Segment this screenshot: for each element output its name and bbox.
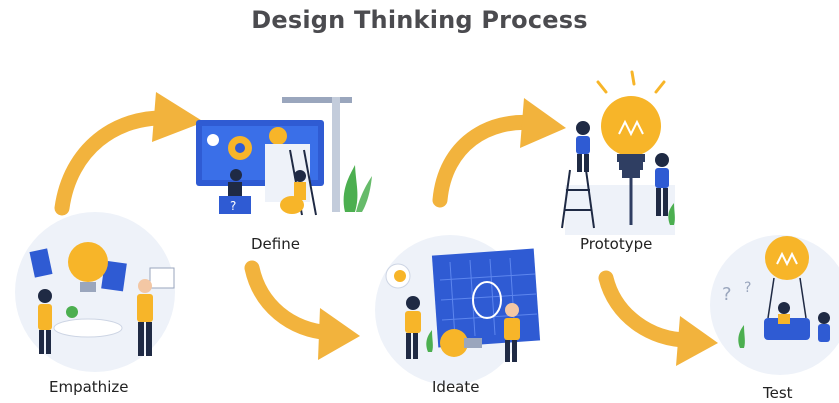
- svg-text:?: ?: [722, 284, 732, 305]
- stage-label-test: Test: [763, 384, 793, 402]
- svg-text:?: ?: [230, 199, 236, 213]
- ideate-illustration: [375, 235, 541, 385]
- lightbulb-icon: [472, 281, 502, 319]
- stage-label-prototype: Prototype: [580, 235, 653, 253]
- lightbulb-icon: [207, 134, 219, 146]
- arrow-empathize-to-define: [54, 92, 204, 216]
- prototype-illustration: [561, 70, 675, 235]
- stage-label-ideate: Ideate: [432, 378, 480, 396]
- arrow-ideate-to-prototype: [432, 98, 566, 208]
- lightbulb-icon: [601, 96, 661, 156]
- lightbulb-icon: [765, 236, 809, 280]
- arrow-prototype-to-test: [598, 270, 718, 366]
- empathize-illustration: [15, 212, 175, 372]
- define-illustration: ?: [196, 97, 372, 216]
- svg-text:?: ?: [744, 280, 751, 296]
- stage-label-empathize: Empathize: [49, 378, 129, 396]
- stage-label-define: Define: [251, 235, 300, 253]
- test-illustration: ? ?: [710, 235, 839, 375]
- lightbulb-icon: [68, 242, 108, 282]
- arrow-define-to-ideate: [244, 260, 360, 360]
- page-title: Design Thinking Process: [251, 6, 588, 34]
